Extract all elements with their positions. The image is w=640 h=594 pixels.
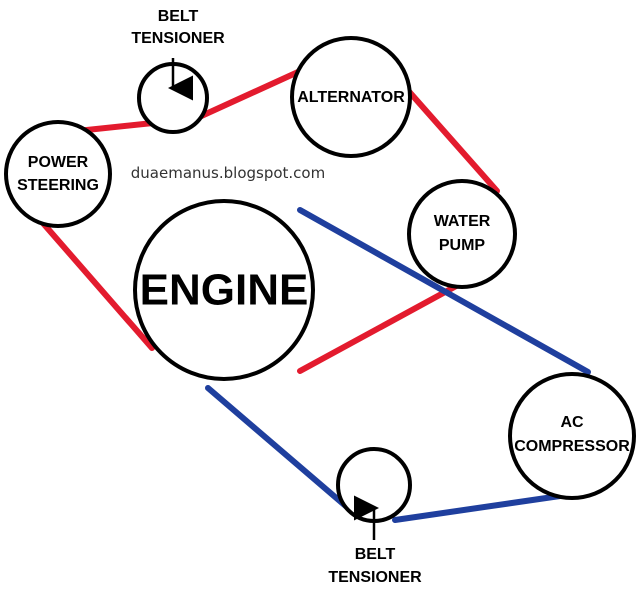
water-pump-label-line2: PUMP	[439, 237, 486, 254]
red-belt-segment	[297, 282, 461, 374]
blue-belt	[205, 207, 591, 523]
engine-label: ENGINE	[140, 266, 309, 315]
red-belt-segment	[39, 219, 155, 351]
ac-compressor-label-line2: COMPRESSOR	[514, 438, 630, 455]
belt-tensioner-bottom-label-line2: TENSIONER	[328, 569, 422, 586]
blue-belt-segment	[392, 493, 563, 523]
belt-tensioner-bottom-label-line1: BELT	[355, 546, 396, 563]
power-steering-pulley	[4, 120, 112, 228]
belt-tensioner-top-label-line2: TENSIONER	[131, 30, 225, 47]
water-pump-pulley	[407, 179, 517, 289]
blue-belt-segment	[297, 207, 591, 375]
alternator-label: ALTERNATOR	[297, 89, 405, 106]
red-belt-segment	[402, 84, 500, 194]
ac-compressor-label-line1: AC	[560, 414, 584, 431]
belt-tensioner-top-label-line1: BELT	[158, 8, 199, 25]
red-belt	[39, 69, 500, 374]
water-pump-label-line1: WATER	[434, 213, 491, 230]
ac-compressor-pulley	[508, 372, 636, 500]
engine-pulley	[133, 199, 315, 381]
power-steering-label-line2: STEERING	[17, 177, 99, 194]
alternator-pulley	[290, 36, 412, 158]
blue-belt-segment	[205, 385, 351, 511]
red-belt-segment	[194, 69, 301, 121]
watermark: duaemanus.blogspot.com	[131, 164, 325, 182]
power-steering-label-line1: POWER	[28, 154, 89, 171]
